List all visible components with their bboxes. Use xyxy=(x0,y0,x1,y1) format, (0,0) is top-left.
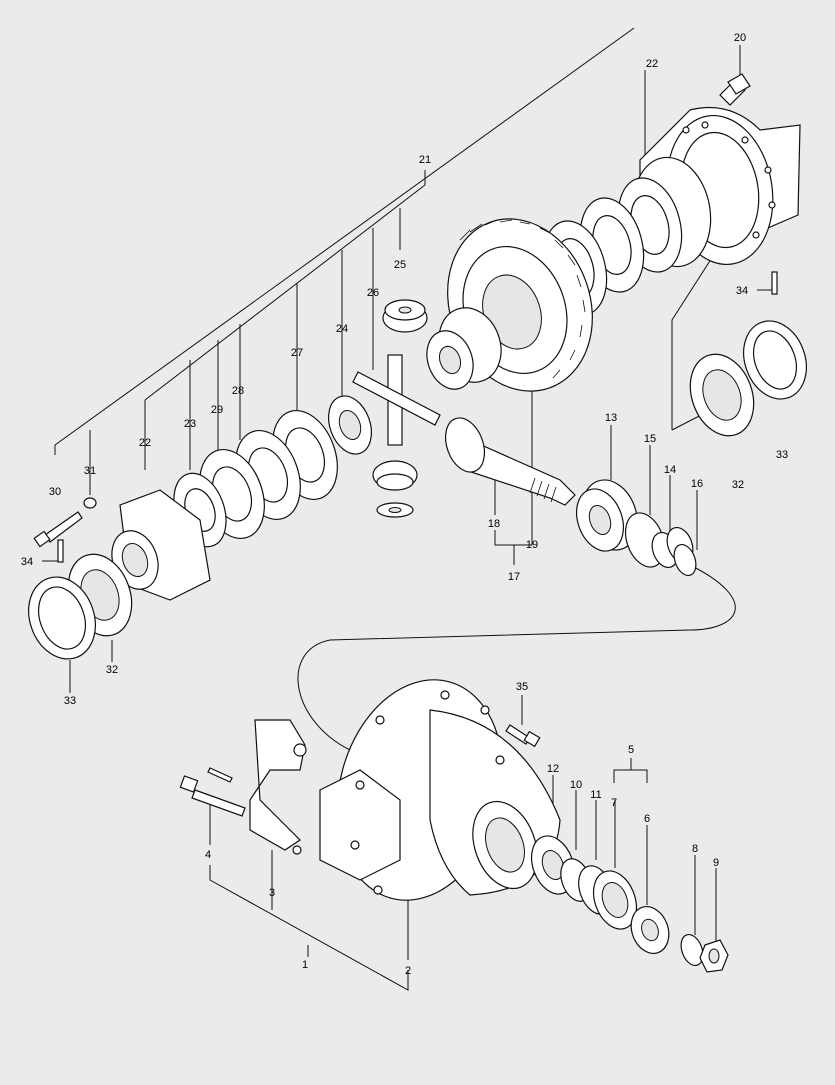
callout-22-left: 22 xyxy=(139,437,151,449)
callout-34-left: 34 xyxy=(21,556,33,568)
callout-30: 30 xyxy=(49,486,61,498)
bearing-13 xyxy=(576,479,638,552)
clutch-discs-lower xyxy=(173,409,338,548)
callout-29: 29 xyxy=(211,404,223,416)
callout-12: 12 xyxy=(547,763,559,775)
callout-9: 9 xyxy=(713,857,719,869)
callout-23: 23 xyxy=(184,418,196,430)
seal-7 xyxy=(592,870,638,930)
callout-32-right: 32 xyxy=(732,479,744,491)
callout-6: 6 xyxy=(644,813,650,825)
callout-3: 3 xyxy=(269,887,275,899)
callout-28: 28 xyxy=(232,385,244,397)
callout-35: 35 xyxy=(516,681,528,693)
bolt-20 xyxy=(719,73,751,106)
flange-6 xyxy=(630,906,670,954)
callout-24: 24 xyxy=(336,323,348,335)
callout-32-left: 32 xyxy=(106,664,118,676)
callout-19: 19 xyxy=(526,539,538,551)
washer-8 xyxy=(680,933,704,967)
callout-33-right: 33 xyxy=(776,449,788,461)
callout-4: 4 xyxy=(205,849,211,861)
bearing-cap-3 xyxy=(249,719,307,855)
callout-2: 2 xyxy=(405,965,411,977)
adjusting-nut-33-right xyxy=(743,320,807,400)
diff-case-half-22 xyxy=(111,489,211,601)
callout-26: 26 xyxy=(367,287,379,299)
callout-18: 18 xyxy=(488,518,500,530)
bolt-35 xyxy=(505,724,541,748)
snap-ring-16 xyxy=(673,543,697,577)
washer-31 xyxy=(83,497,97,509)
pinion-shaft-part xyxy=(444,417,576,506)
callout-labels: 1 2 3 4 5 6 7 8 9 10 11 12 13 14 15 16 1… xyxy=(21,32,788,977)
pin-34-right xyxy=(771,271,778,295)
callout-27: 27 xyxy=(291,347,303,359)
pinion-gear-lower xyxy=(372,460,418,518)
callout-21: 21 xyxy=(419,154,431,166)
side-gear-24 xyxy=(327,395,373,455)
callout-14: 14 xyxy=(664,464,676,476)
callout-25: 25 xyxy=(394,259,406,271)
pin-34-left xyxy=(57,539,64,563)
clutch-discs-upper xyxy=(542,177,683,316)
callout-22-top: 22 xyxy=(646,58,658,70)
callout-16: 16 xyxy=(691,478,703,490)
adjusting-nut-33-left xyxy=(28,576,96,660)
callout-7: 7 xyxy=(611,797,617,809)
callout-10: 10 xyxy=(570,779,582,791)
callout-11: 11 xyxy=(590,789,601,801)
bolt-4 xyxy=(179,767,246,817)
callout-17: 17 xyxy=(508,571,520,583)
carrier-housing-part xyxy=(632,106,801,268)
bolt-30 xyxy=(33,511,83,548)
bearing-32-right xyxy=(689,353,755,437)
callout-13: 13 xyxy=(605,412,617,424)
callout-20: 20 xyxy=(734,32,746,44)
callout-5: 5 xyxy=(628,744,634,756)
callout-8: 8 xyxy=(692,843,698,855)
nut-9 xyxy=(699,939,729,973)
side-gear-part xyxy=(426,307,502,390)
axle-housing-2 xyxy=(319,679,561,901)
callout-15: 15 xyxy=(644,433,656,445)
callout-34-right: 34 xyxy=(736,285,748,297)
callout-33-left: 33 xyxy=(64,695,76,707)
callout-1: 1 xyxy=(302,959,308,971)
pinion-gear-25 xyxy=(382,299,428,333)
callout-31: 31 xyxy=(84,465,96,477)
spider-cross-26 xyxy=(352,354,441,446)
